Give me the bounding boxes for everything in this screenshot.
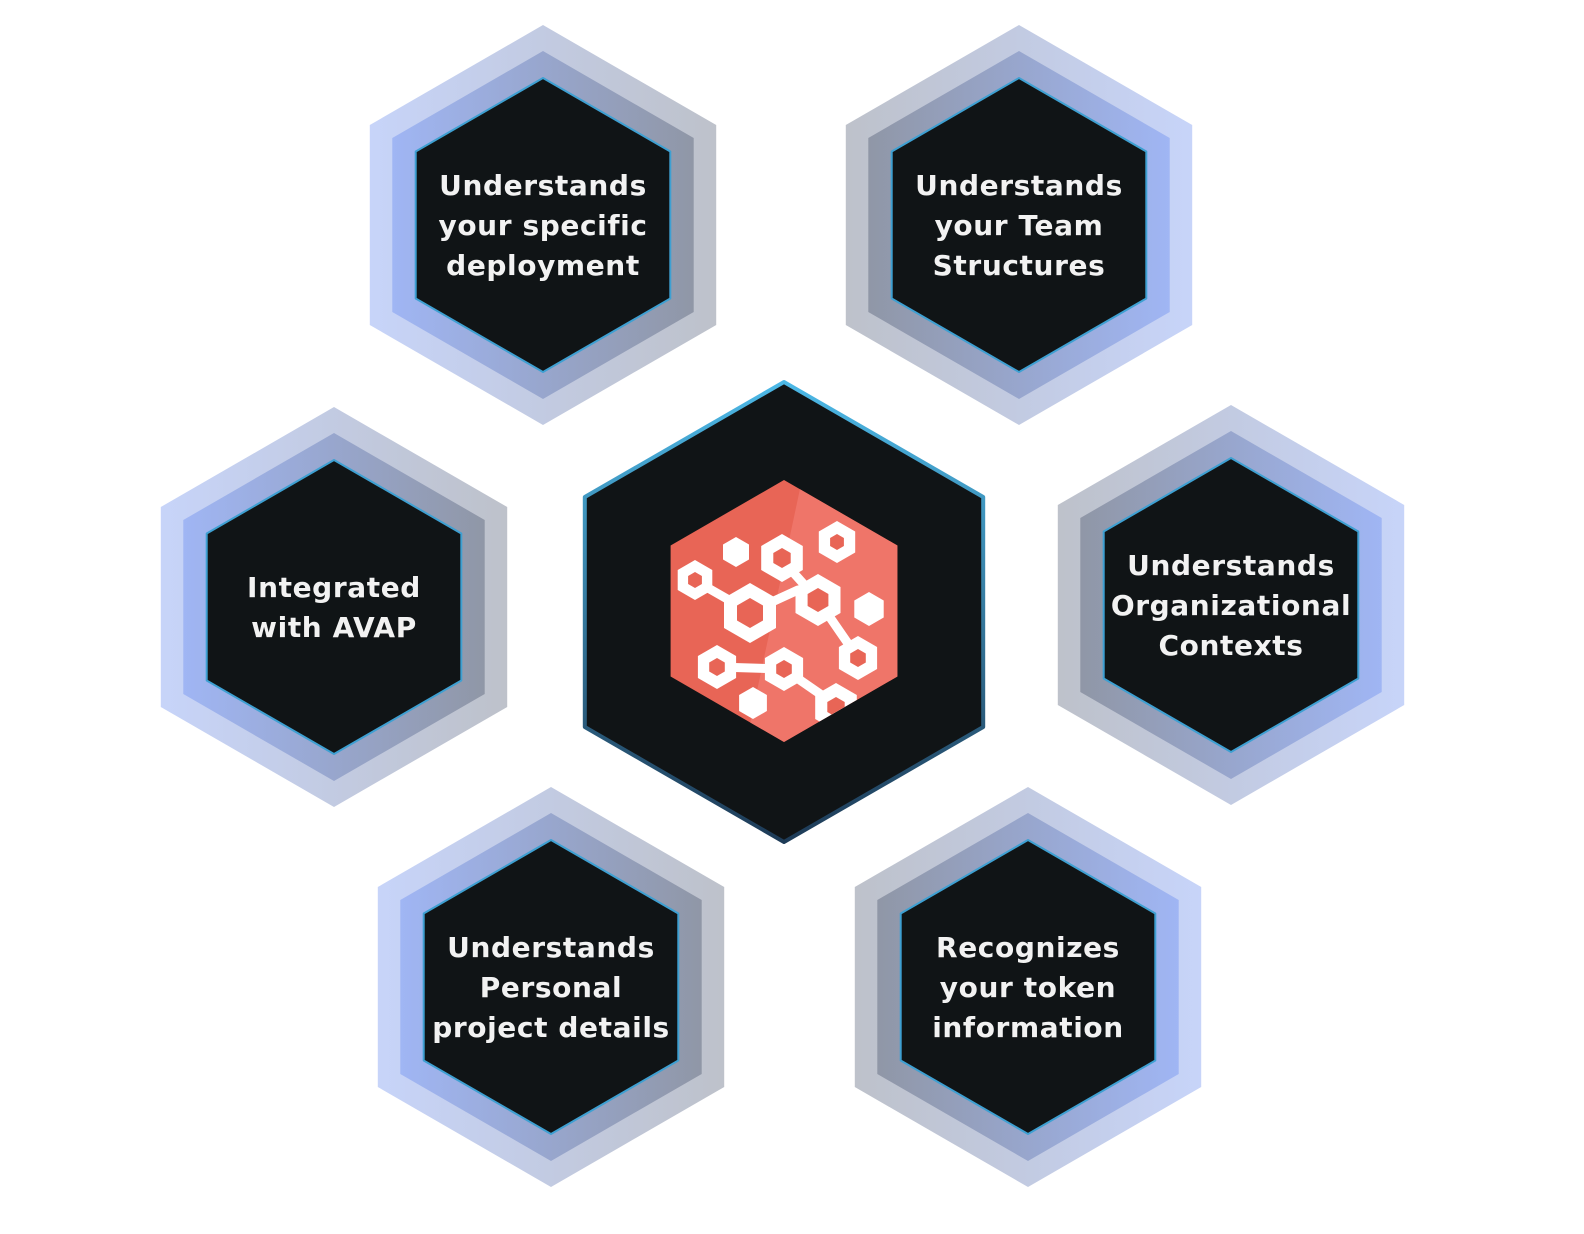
logo-node-hole bbox=[850, 649, 866, 667]
hex-node-token: Recognizes your token information bbox=[854, 787, 1202, 1187]
hex-label-line: project details bbox=[432, 1011, 670, 1044]
logo-node-hole bbox=[807, 588, 829, 612]
hex-label-line: deployment bbox=[446, 249, 640, 282]
logo-node bbox=[723, 537, 749, 567]
hex-label-line: Understands bbox=[447, 931, 655, 964]
hex-core bbox=[422, 839, 680, 1135]
hex-label-line: information bbox=[932, 1011, 1124, 1044]
logo-node-hole bbox=[830, 534, 844, 550]
hex-label-line: Recognizes bbox=[936, 931, 1120, 964]
hex-core bbox=[205, 459, 463, 755]
hex-core bbox=[899, 839, 1157, 1135]
hex-label-line: Contexts bbox=[1158, 629, 1303, 662]
hex-core bbox=[1102, 457, 1360, 753]
hex-label-line: your specific bbox=[438, 209, 647, 242]
hex-label-line: Understands bbox=[915, 169, 1123, 202]
hex-label-line: Personal bbox=[480, 971, 622, 1004]
honeycomb-network-logo-icon bbox=[670, 480, 898, 742]
hex-label-line: with AVAP bbox=[251, 611, 417, 644]
hex-label-line: Understands bbox=[439, 169, 647, 202]
hex-label-line: Structures bbox=[933, 249, 1106, 282]
logo-node bbox=[739, 687, 767, 719]
logo-node-hole bbox=[709, 658, 725, 676]
hex-node-avap: Integrated with AVAP bbox=[160, 407, 508, 807]
hex-label-line: Integrated bbox=[247, 571, 421, 604]
center-hexagon bbox=[582, 380, 986, 844]
hex-node-deployment: Understands your specific deployment bbox=[369, 25, 717, 425]
hex-label-line: your Team bbox=[935, 209, 1104, 242]
hex-label-line: your token bbox=[940, 971, 1116, 1004]
hex-label-line: Organizational bbox=[1111, 589, 1351, 622]
hex-core bbox=[890, 77, 1148, 373]
logo-node-hole bbox=[776, 660, 792, 678]
hex-label-line: Understands bbox=[1127, 549, 1335, 582]
logo-node-hole bbox=[688, 572, 702, 588]
logo-node-hole bbox=[737, 598, 763, 628]
logo-node-hole bbox=[773, 548, 791, 568]
hex-core bbox=[414, 77, 672, 373]
logo-node bbox=[854, 592, 884, 626]
